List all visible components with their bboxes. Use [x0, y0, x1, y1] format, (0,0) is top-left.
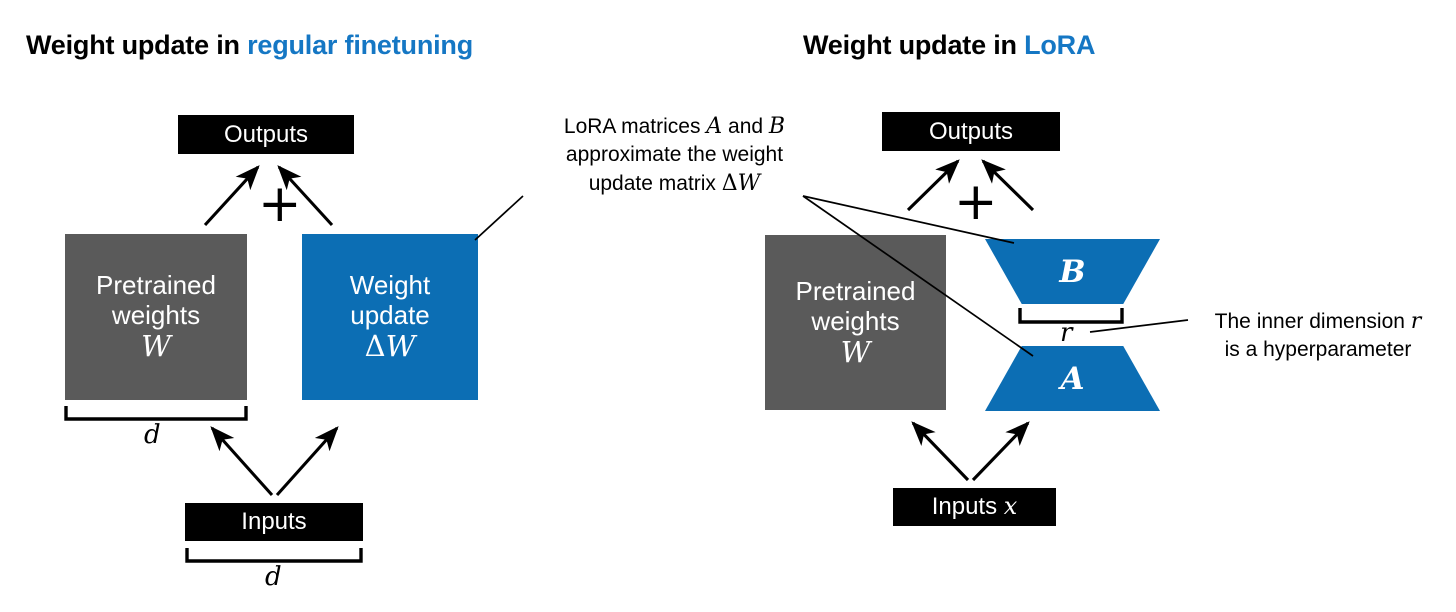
right-outputs-box: Outputs — [882, 112, 1060, 151]
left-title-accent: regular finetuning — [247, 30, 473, 60]
matrix-a-label: A — [1060, 360, 1085, 397]
lora-caption-b-symbol: B — [768, 114, 786, 139]
left-pretrained-line1: Pretrained — [96, 270, 216, 301]
matrix-b-label: B — [1059, 253, 1086, 290]
right-inputs-box: Inputs x — [893, 488, 1056, 526]
left-dimension-d-inputs: d — [265, 562, 282, 592]
left-outputs-label: Outputs — [223, 120, 309, 148]
left-inputs-dimension-bracket — [185, 548, 363, 563]
lora-caption-and: and — [722, 115, 769, 138]
r-caption-leader — [1089, 319, 1189, 333]
right-pretrained-line1: Pretrained — [795, 275, 916, 306]
left-pretrained-weights-box: Pretrained weights W — [65, 234, 247, 400]
left-delta-symbol: Δ — [364, 329, 386, 364]
right-pretrained-symbol: W — [840, 334, 871, 369]
right-dimension-r: r — [1060, 318, 1073, 348]
right-title-accent: LoRA — [1024, 30, 1096, 60]
r-caption-line2: is a hyperparameter — [1224, 338, 1412, 362]
r-caption-line1a: The inner dimension — [1214, 310, 1411, 333]
left-title-prefix: Weight update in — [26, 30, 248, 60]
right-plus-sign: + — [954, 172, 998, 232]
right-inputs-label: Inputs — [931, 493, 1004, 521]
left-plus-sign: + — [258, 174, 302, 234]
right-inputs-symbol: x — [1003, 492, 1018, 521]
right-pretrained-weights-box: Pretrained weights W — [765, 235, 946, 410]
left-weights-dimension-bracket — [64, 406, 248, 421]
left-panel-title: Weight update in regular finetuning — [26, 30, 473, 61]
lora-matrix-a-trapezoid: A — [985, 346, 1160, 411]
left-weight-update-box: Weight update ΔW — [302, 234, 478, 400]
caption-to-weight-update-leader — [474, 195, 524, 241]
left-input-arrows — [210, 426, 339, 497]
left-pretrained-line2: weights — [111, 300, 201, 331]
left-outputs-box: Outputs — [178, 115, 354, 154]
lora-matrix-b-trapezoid: B — [985, 239, 1160, 304]
right-outputs-label: Outputs — [928, 117, 1014, 145]
lora-caption-line1a: LoRA matrices — [563, 115, 707, 138]
left-pretrained-symbol: W — [141, 329, 171, 364]
left-weight-update-line1: Weight — [349, 270, 431, 301]
lora-caption-a-symbol: A — [706, 114, 723, 139]
lora-caption-line2: approximate the weight — [565, 143, 784, 167]
left-weight-update-line2: update — [350, 300, 430, 331]
inner-dimension-caption: The inner dimension r is a hyperparamete… — [1193, 307, 1443, 364]
left-dimension-d-weights: d — [144, 420, 161, 450]
r-caption-r-symbol: r — [1410, 309, 1422, 334]
left-inputs-label: Inputs — [241, 508, 307, 536]
left-inputs-box: Inputs — [185, 503, 363, 541]
left-delta-w-symbol: W — [385, 329, 416, 364]
right-title-prefix: Weight update in — [803, 30, 1025, 60]
right-pretrained-line2: weights — [811, 305, 900, 336]
lora-caption-w-symbol: W — [737, 171, 761, 197]
right-panel-title: Weight update in LoRA — [803, 30, 1095, 61]
lora-matrices-caption: LoRA matrices A and B approximate the we… — [527, 112, 822, 198]
lora-caption-delta-symbol: Δ — [721, 171, 738, 197]
lora-caption-line3a: update matrix — [588, 172, 722, 196]
right-input-arrows — [911, 421, 1030, 482]
